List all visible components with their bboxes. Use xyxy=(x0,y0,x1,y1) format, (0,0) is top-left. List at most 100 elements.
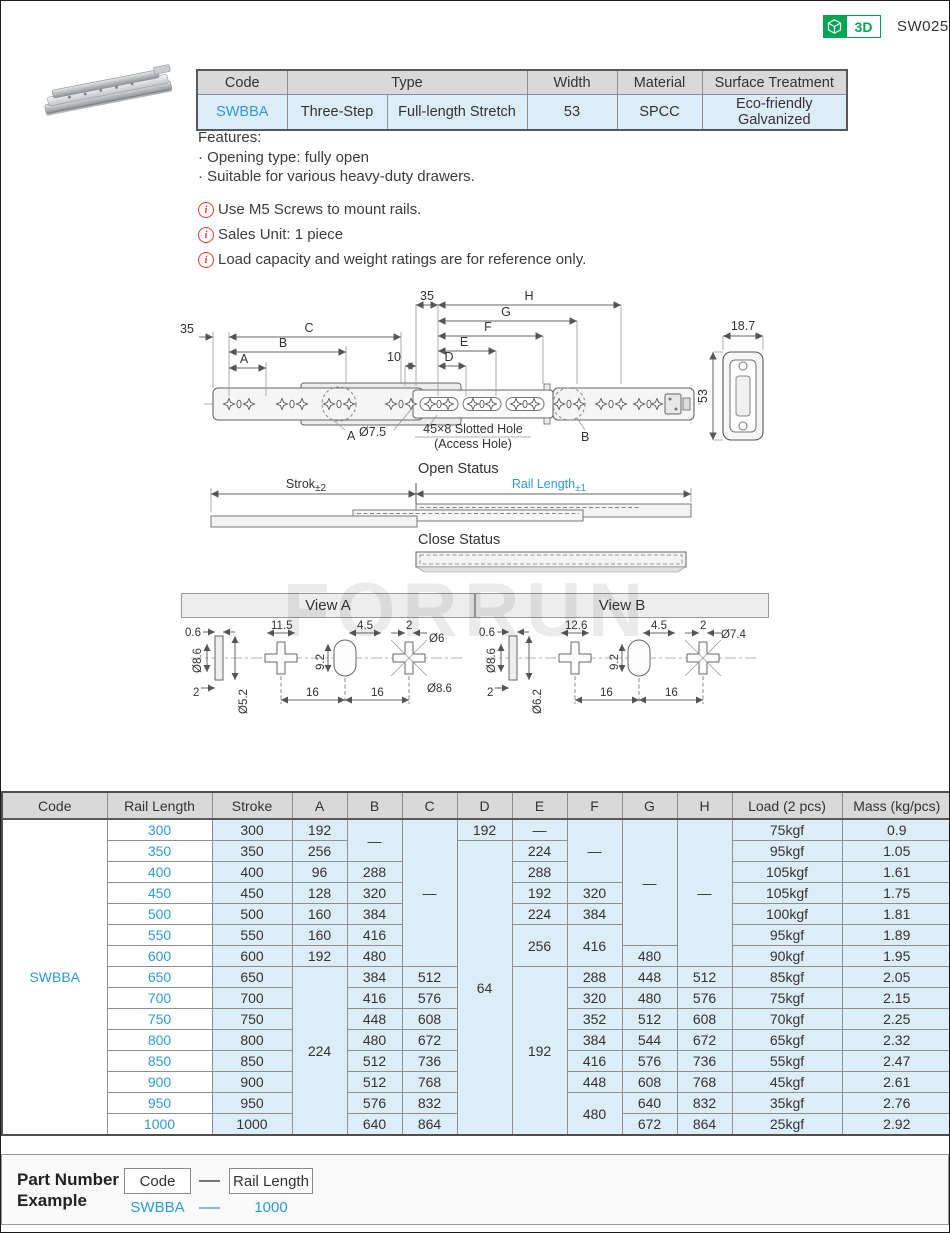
cell-c: 832 xyxy=(401,1092,458,1114)
cell-mass: 0.9 xyxy=(841,818,949,841)
info-icon: i xyxy=(198,252,214,268)
cell-b: 576 xyxy=(346,1092,403,1114)
3d-badge-label[interactable]: 3D xyxy=(846,15,881,38)
cell-rail-link[interactable]: 900 xyxy=(106,1071,213,1093)
closed-rail xyxy=(415,551,687,573)
cell-h: 832 xyxy=(676,1092,733,1114)
svg-text:18.7: 18.7 xyxy=(731,319,755,333)
cell-c: 672 xyxy=(401,1029,458,1051)
cell-rail-link[interactable]: 350 xyxy=(106,840,213,862)
callouts: A B Ø7.5 45×8 Slotted Hole (Access Hole) xyxy=(332,406,589,451)
right-dimensions: 35 H G F E D 10 xyxy=(387,289,622,396)
part-number-rail-value: 1000 xyxy=(254,1199,288,1216)
spec-header-type: Type xyxy=(286,69,528,95)
cell-g: 480 xyxy=(621,987,678,1009)
3d-model-badge[interactable]: 3D xyxy=(823,15,881,38)
cell-g: 640 xyxy=(621,1092,678,1114)
svg-text:9.2: 9.2 xyxy=(609,654,621,670)
cell-mass: 1.95 xyxy=(841,945,949,967)
cell-mass: 2.92 xyxy=(841,1113,949,1136)
cell-g: 608 xyxy=(621,1071,678,1093)
cell-rail-link[interactable]: 1000 xyxy=(106,1113,213,1136)
cell-c: 768 xyxy=(401,1071,458,1093)
part-number-code-box: Code xyxy=(124,1168,191,1194)
spec-code-link[interactable]: SWBBA xyxy=(196,94,288,131)
cell-load: 100kgf xyxy=(731,903,843,925)
spec-material: SPCC xyxy=(616,94,703,131)
cell-load: 105kgf xyxy=(731,882,843,904)
cell-e: 288 xyxy=(511,861,568,883)
svg-text:B: B xyxy=(279,336,287,350)
cell-h: 768 xyxy=(676,1071,733,1093)
note-text: Use M5 Screws to mount rails. xyxy=(218,201,422,218)
cell-f: 352 xyxy=(566,1008,623,1030)
cell-rail-link[interactable]: 600 xyxy=(106,945,213,967)
connector-line xyxy=(199,1180,220,1182)
cell-stroke: 900 xyxy=(211,1071,293,1093)
features-block: Features: · Opening type: fully open · S… xyxy=(198,128,475,187)
svg-text:Ø8.6: Ø8.6 xyxy=(192,648,204,673)
info-icon: i xyxy=(198,227,214,243)
dimension-drawing: 35 C B A 35 H G F E D 10 xyxy=(180,289,764,451)
cell-stroke: 500 xyxy=(211,903,293,925)
dimension-data-table: Code Rail Length Stroke A B C D E F G H … xyxy=(1,791,949,1136)
col-code: Code xyxy=(1,791,108,820)
cell-rail-link[interactable]: 400 xyxy=(106,861,213,883)
cell-rail-link[interactable]: 850 xyxy=(106,1050,213,1072)
spec-type-stretch: Full-length Stretch xyxy=(386,94,528,131)
cell-mass: 1.05 xyxy=(841,840,949,862)
cell-rail-link[interactable]: 450 xyxy=(106,882,213,904)
rail-assembly xyxy=(204,382,703,426)
close-status-label: Close Status xyxy=(418,532,500,548)
col-stroke: Stroke xyxy=(211,791,293,820)
cell-c: 576 xyxy=(401,987,458,1009)
cell-f: 416 xyxy=(566,1050,623,1072)
cell-b: 512 xyxy=(346,1071,403,1093)
cell-rail-link[interactable]: 750 xyxy=(106,1008,213,1030)
cell-c: 864 xyxy=(401,1113,458,1136)
svg-text:F: F xyxy=(484,320,492,334)
col-f: F xyxy=(566,791,623,820)
spec-data-row: SWBBA Three-Step Full-length Stretch 53 … xyxy=(196,94,848,131)
cell-b: 640 xyxy=(346,1113,403,1136)
cell-rail-link[interactable]: 800 xyxy=(106,1029,213,1051)
svg-text:0.6: 0.6 xyxy=(185,627,201,639)
cell-c: — xyxy=(401,818,458,967)
svg-text:10: 10 xyxy=(387,350,401,364)
cell-rail-link[interactable]: 950 xyxy=(106,1092,213,1114)
part-number-example: Part Number Example Code Rail Length SWB… xyxy=(1,1154,949,1225)
cell-code-link[interactable]: SWBBA xyxy=(1,818,108,1136)
cell-stroke: 600 xyxy=(211,945,293,967)
cell-rail-link[interactable]: 500 xyxy=(106,903,213,925)
cell-b: — xyxy=(346,818,403,862)
svg-text:16: 16 xyxy=(371,687,384,699)
spec-type-step: Three-Step xyxy=(286,94,388,131)
cell-mass: 2.47 xyxy=(841,1050,949,1072)
cell-rail-link[interactable]: 650 xyxy=(106,966,213,988)
cell-g: 480 xyxy=(621,945,678,967)
cell-h: 576 xyxy=(676,987,733,1009)
cell-rail-link[interactable]: 550 xyxy=(106,924,213,946)
cell-mass: 2.32 xyxy=(841,1029,949,1051)
svg-text:Ø8.6: Ø8.6 xyxy=(427,683,452,695)
cell-a: 256 xyxy=(291,840,348,862)
svg-text:Ø6: Ø6 xyxy=(429,633,444,645)
spec-width: 53 xyxy=(526,94,618,131)
cell-rail-link[interactable]: 300 xyxy=(106,818,213,841)
cell-h: 864 xyxy=(676,1113,733,1136)
cell-g: — xyxy=(621,818,678,946)
cell-b: 448 xyxy=(346,1008,403,1030)
cell-stroke: 450 xyxy=(211,882,293,904)
cell-e: — xyxy=(511,818,568,841)
svg-text:16: 16 xyxy=(600,687,613,699)
cell-b: 416 xyxy=(346,987,403,1009)
svg-text:(Access Hole): (Access Hole) xyxy=(434,437,512,451)
cell-g: 448 xyxy=(621,966,678,988)
svg-text:Ø5.2: Ø5.2 xyxy=(238,689,250,714)
cell-f: 416 xyxy=(566,924,623,967)
cell-rail-link[interactable]: 700 xyxy=(106,987,213,1009)
svg-text:A: A xyxy=(347,429,356,443)
svg-text:Ø6.2: Ø6.2 xyxy=(532,689,544,714)
cell-mass: 2.76 xyxy=(841,1092,949,1114)
svg-text:B: B xyxy=(581,430,589,444)
